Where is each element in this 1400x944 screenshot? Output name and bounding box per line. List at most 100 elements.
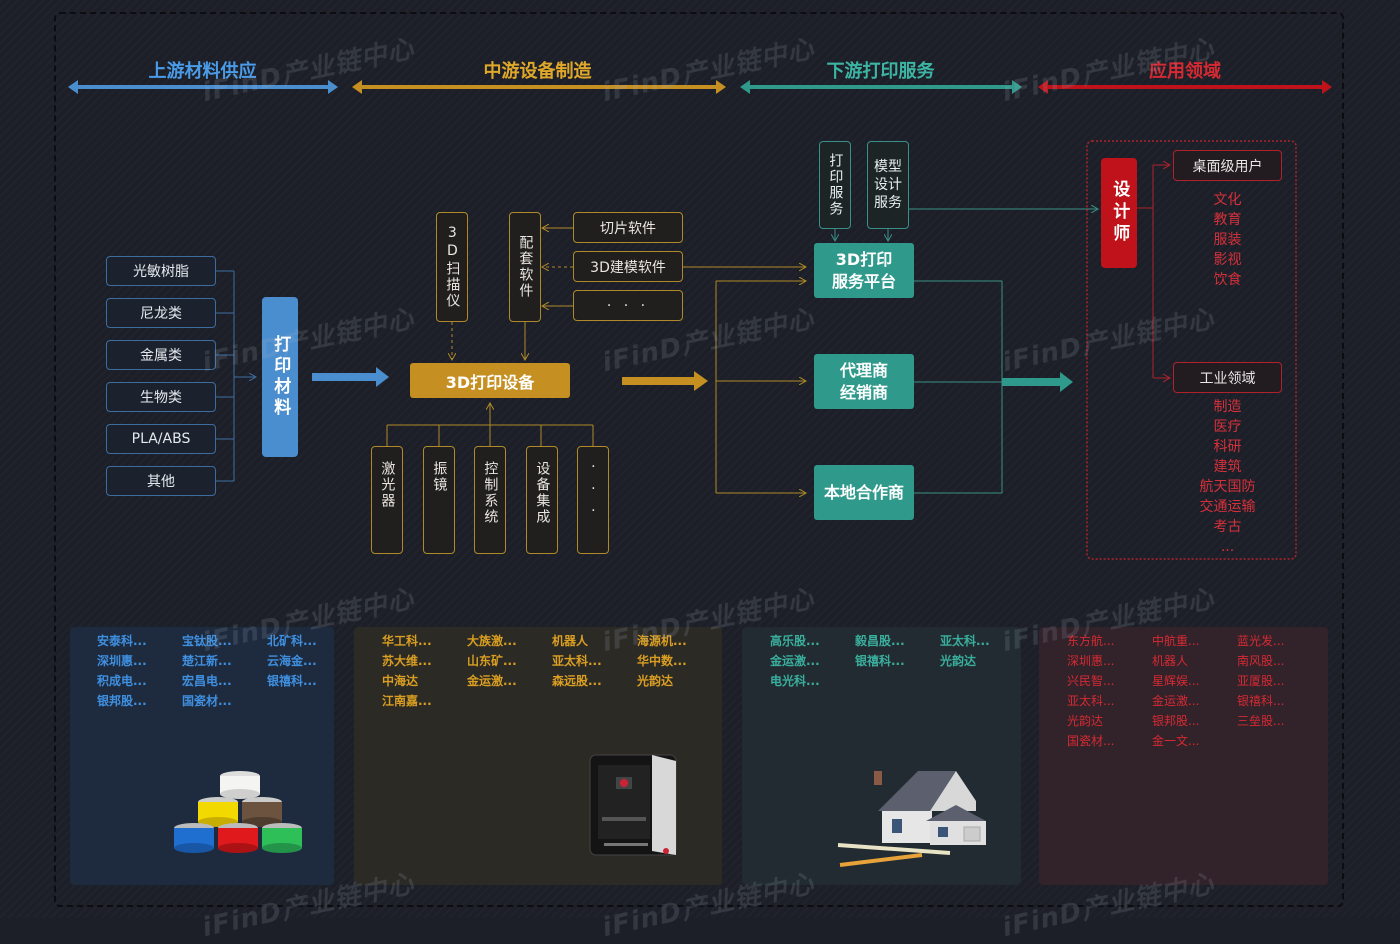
company-link[interactable]: 华工科... — [382, 634, 432, 648]
company-link[interactable]: 银禧科... — [1237, 694, 1285, 708]
company-link[interactable]: 森远股... — [552, 674, 602, 688]
3d-printer-image — [589, 754, 677, 856]
company-link[interactable]: 蓝光发... — [1237, 634, 1285, 648]
company-link[interactable]: 电光科... — [770, 674, 820, 688]
component-laser[interactable]: 激光器 — [371, 446, 403, 554]
company-link[interactable]: 银邦股... — [97, 694, 147, 708]
material-bio[interactable]: 生物类 — [106, 382, 216, 412]
model-design-service-box[interactable]: 模型设计服务 — [867, 141, 909, 229]
company-link[interactable]: 亚厦股... — [1237, 674, 1285, 688]
application-dotted-box — [1086, 140, 1297, 560]
company-link[interactable]: 兴民智... — [1067, 674, 1115, 688]
desktop-item: 服装 — [1213, 232, 1242, 248]
desktop-users-box[interactable]: 桌面级用户 — [1173, 150, 1282, 181]
agents-distributors-box[interactable]: 代理商 经销商 — [814, 354, 914, 409]
print-service-box[interactable]: 打印服务 — [819, 141, 851, 229]
printing-equipment-hub[interactable]: 3D打印设备 — [410, 363, 570, 398]
midstream-connectors — [386, 228, 806, 493]
print-service-label: 打印服务 — [827, 153, 844, 217]
company-link[interactable]: 大族激... — [467, 634, 517, 648]
company-link[interactable]: 银邦股... — [1152, 714, 1200, 728]
service-platform-box[interactable]: 3D打印 服务平台 — [814, 243, 914, 298]
industrial-box[interactable]: 工业领域 — [1173, 362, 1282, 393]
company-link[interactable]: 国瓷材... — [1067, 734, 1115, 748]
company-link[interactable]: 光韵达 — [1067, 714, 1104, 728]
designer-label: 设计师 — [1109, 180, 1130, 246]
company-link[interactable]: 亚太科... — [940, 634, 990, 648]
filament-spools-image — [174, 771, 302, 853]
company-link[interactable]: 楚江新... — [182, 654, 232, 668]
material-nylon[interactable]: 尼龙类 — [106, 298, 216, 328]
industrial-item: 科研 — [1213, 439, 1242, 455]
midstream-companies-panel: 华工科... 大族激... 机器人 海源机... 苏大维... 山东矿... 亚太科... 华… — [354, 627, 722, 885]
company-link[interactable]: 星辉娱... — [1152, 674, 1200, 688]
company-link[interactable]: 光韵达 — [637, 674, 674, 688]
company-link[interactable]: 华中数... — [637, 654, 687, 668]
company-link[interactable]: 银禧科... — [855, 654, 905, 668]
print-materials-label: 打印材料 — [270, 335, 291, 419]
company-link[interactable]: 海源机... — [637, 634, 687, 648]
company-link[interactable]: 北矿科... — [267, 634, 317, 648]
local-partners-box[interactable]: 本地合作商 — [814, 465, 914, 520]
company-link[interactable]: 金运激... — [1152, 694, 1200, 708]
application-connectors — [1137, 165, 1170, 378]
company-link[interactable]: 亚太科... — [552, 654, 602, 668]
slicing-software-box[interactable]: 切片软件 — [573, 212, 683, 243]
company-link[interactable]: 机器人 — [552, 634, 589, 648]
modeling-software-box[interactable]: 3D建模软件 — [573, 251, 683, 282]
company-link[interactable]: 金运激... — [467, 674, 517, 688]
component-more-label: ··· — [585, 459, 602, 525]
company-link[interactable]: 云海金... — [267, 654, 317, 668]
application-range-arrow — [1038, 80, 1332, 94]
company-link[interactable]: 高乐股... — [770, 634, 820, 648]
company-link[interactable]: 山东矿... — [467, 654, 517, 668]
company-link[interactable]: 宏昌电... — [182, 674, 232, 688]
company-link[interactable]: 深圳惠... — [97, 654, 147, 668]
midstream-range-arrow — [352, 80, 726, 94]
component-laser-label: 激光器 — [379, 461, 396, 509]
application-company-grid: 东方航... 中航重... 蓝光发... 深圳惠... 机器人 南风股... 兴民智... 星… — [1067, 633, 1322, 749]
company-link[interactable]: 毅昌股... — [855, 634, 905, 648]
desktop-item: 影视 — [1213, 252, 1242, 268]
desktop-item: 饮食 — [1213, 272, 1242, 288]
print-materials-hub[interactable]: 打印材料 — [262, 297, 298, 457]
company-link[interactable]: 积成电... — [97, 674, 147, 688]
company-link[interactable]: 江南嘉... — [382, 694, 432, 708]
equipment-to-service-arrow — [622, 371, 708, 391]
midstream-company-grid: 华工科... 大族激... 机器人 海源机... 苏大维... 山东矿... 亚太科... 华… — [382, 633, 722, 709]
company-link[interactable]: 东方航... — [1067, 634, 1115, 648]
company-link[interactable]: 南风股... — [1237, 654, 1285, 668]
material-pla-abs[interactable]: PLA/ABS — [106, 424, 216, 454]
component-more[interactable]: ··· — [577, 446, 609, 554]
company-link[interactable]: 光韵达 — [940, 654, 977, 668]
material-other[interactable]: 其他 — [106, 466, 216, 496]
scanner-box[interactable]: 3D扫描仪 — [436, 212, 468, 322]
company-link[interactable]: 金运激... — [770, 654, 820, 668]
designer-box[interactable]: 设计师 — [1101, 158, 1137, 268]
company-link[interactable]: 银禧科... — [267, 674, 317, 688]
company-link[interactable]: 三垒股... — [1237, 714, 1285, 728]
material-photosensitive-resin[interactable]: 光敏树脂 — [106, 256, 216, 286]
downstream-companies-panel: 高乐股... 毅昌股... 亚太科... 金运激... 银禧科... 光韵达电光科... — [742, 627, 1021, 885]
service-platform-line2: 服务平台 — [831, 271, 896, 291]
component-control-system-label: 控制系统 — [482, 461, 499, 525]
software-kit-box[interactable]: 配套软件 — [509, 212, 541, 322]
component-control-system[interactable]: 控制系统 — [474, 446, 506, 554]
component-integration[interactable]: 设备集成 — [526, 446, 558, 554]
material-metal[interactable]: 金属类 — [106, 340, 216, 370]
company-link[interactable]: 机器人 — [1152, 654, 1189, 668]
company-link[interactable]: 国瓷材... — [182, 694, 232, 708]
company-link[interactable]: 苏大维... — [382, 654, 432, 668]
industrial-item: 建筑 — [1213, 459, 1242, 475]
agents-line2: 经销商 — [839, 382, 888, 402]
company-link[interactable]: 中海达 — [382, 674, 419, 688]
component-galvo[interactable]: 振镜 — [423, 446, 455, 554]
company-link[interactable]: 金一文... — [1152, 734, 1200, 748]
company-link[interactable]: 中航重... — [1152, 634, 1200, 648]
more-software-box[interactable]: · · · — [573, 290, 683, 321]
company-link[interactable]: 亚太科... — [1067, 694, 1115, 708]
company-link[interactable]: 宝钛股... — [182, 634, 232, 648]
company-link[interactable]: 深圳惠... — [1067, 654, 1115, 668]
company-link[interactable]: 安泰科... — [97, 634, 147, 648]
agents-line1: 代理商 — [839, 360, 888, 380]
